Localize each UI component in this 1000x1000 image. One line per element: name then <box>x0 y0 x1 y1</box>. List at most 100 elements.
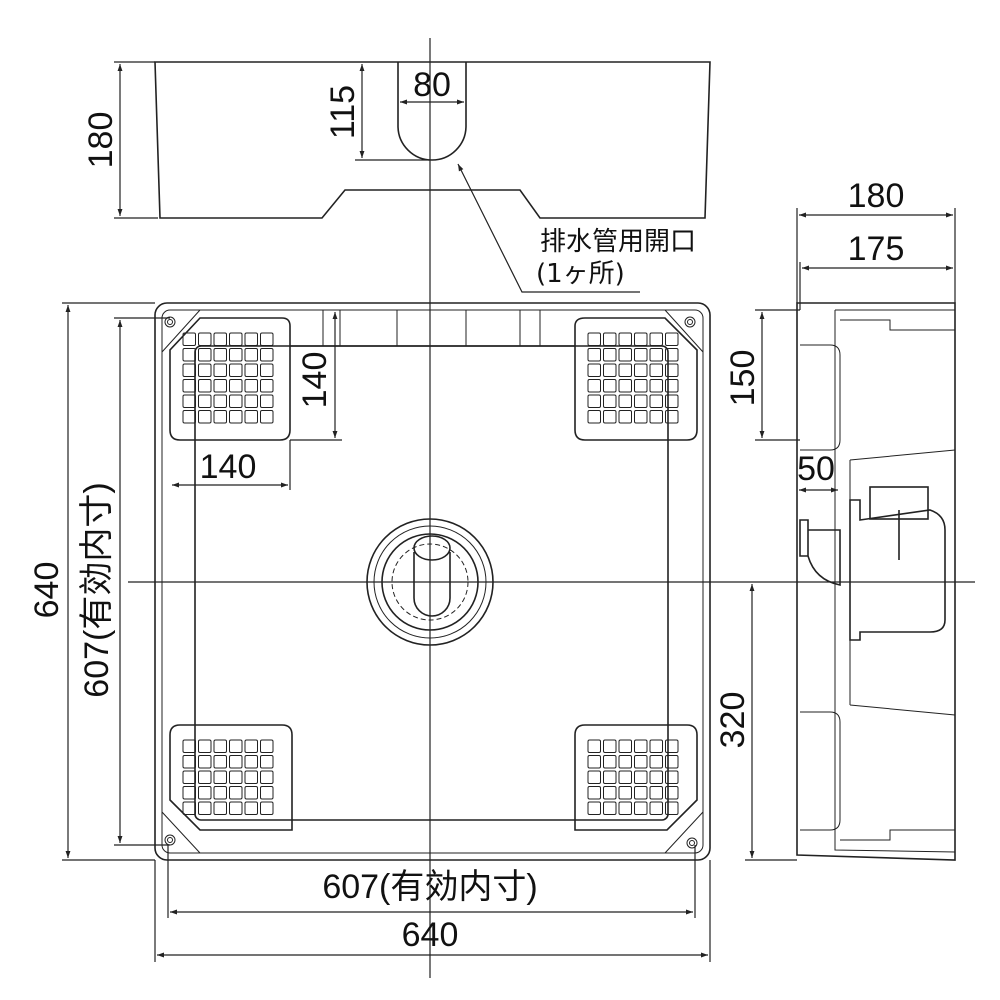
pad-grid-cell <box>213 801 227 815</box>
pad-grid-cell <box>182 332 196 346</box>
pad-grid-cell <box>244 332 258 346</box>
pad-grid-cell <box>198 363 212 377</box>
pad-grid-cell <box>182 801 196 815</box>
pad-grid-cell <box>665 394 679 408</box>
corner-pad-top-right <box>574 317 698 441</box>
pad-grid-cell <box>260 770 274 784</box>
pad-grid-cell <box>182 770 196 784</box>
pad-grid-cell <box>213 379 227 393</box>
pad-grid-cell <box>244 363 258 377</box>
pad-grid-cell <box>618 348 632 362</box>
pad-grid-cell <box>182 786 196 800</box>
pad-grid-cell <box>618 739 632 753</box>
drain-opening-label: 排水管用開口 <box>540 227 696 257</box>
pad-grid-cell <box>198 786 212 800</box>
pad-grid-cell <box>229 739 243 753</box>
pad-grid-cell <box>649 332 663 346</box>
pad-grid-cell <box>587 739 601 753</box>
pad-grid-cell <box>229 348 243 362</box>
dim-pad-width: 140 <box>200 448 257 486</box>
pad-grid-cell <box>260 755 274 769</box>
pad-grid-cell <box>618 410 632 424</box>
pad-grid-cell <box>649 739 663 753</box>
pad-grid-cell <box>229 379 243 393</box>
drain-elbow <box>849 499 946 641</box>
drain-trap <box>366 518 494 646</box>
pad-grid-cell <box>260 410 274 424</box>
pad-grid-cell <box>244 755 258 769</box>
pad-grid-cell <box>587 786 601 800</box>
pad-grid-cell <box>603 363 617 377</box>
pad-grid-cell <box>634 755 648 769</box>
front-view-outline <box>154 61 711 219</box>
pad-grid-cell <box>198 410 212 424</box>
pad-grid-cell <box>260 394 274 408</box>
pad-grid-cell <box>182 755 196 769</box>
side-view: 180 175 150 50 320 <box>714 177 956 861</box>
pad-grid-cell <box>649 363 663 377</box>
pad-grid-cell <box>260 332 274 346</box>
pad-grid-cell <box>260 801 274 815</box>
corner-pad-top-left <box>169 317 291 441</box>
pad-grid-cell <box>587 363 601 377</box>
pad-grid-cell <box>229 770 243 784</box>
pad-grid-cell <box>618 786 632 800</box>
dim-outer-height: 640 <box>28 562 66 619</box>
pad-grid-cell <box>198 379 212 393</box>
pad-grid-cell <box>618 379 632 393</box>
pad-grid-cell <box>198 739 212 753</box>
pan-outer-edge <box>154 302 711 861</box>
pad-grid-cell <box>229 410 243 424</box>
pad-grid-cell <box>649 394 663 408</box>
pad-grid-cell <box>198 394 212 408</box>
pad-grid-cell <box>244 786 258 800</box>
corner-pad-bottom-left <box>169 724 293 831</box>
pad-grid-cell <box>649 770 663 784</box>
basin-floor <box>194 345 669 821</box>
pad-grid-cell <box>649 801 663 815</box>
pad-grid-cell <box>665 363 679 377</box>
pad-grid-cell <box>587 410 601 424</box>
pad-grid-cell <box>213 755 227 769</box>
pad-grid-cell <box>229 394 243 408</box>
pad-grid-cell <box>649 786 663 800</box>
pad-grid-cell <box>603 770 617 784</box>
dim-slot-width: 80 <box>413 66 451 104</box>
pad-grid-cell <box>665 739 679 753</box>
pad-grid-cell <box>213 739 227 753</box>
pad-grid-cell <box>244 739 258 753</box>
pad-grid-cell <box>665 332 679 346</box>
pad-grid-cell <box>649 348 663 362</box>
pad-grid-cell <box>244 770 258 784</box>
pad-grid-cell <box>649 755 663 769</box>
pad-grid-cell <box>618 363 632 377</box>
drain-slot <box>397 62 467 161</box>
pad-grid-cell <box>634 770 648 784</box>
pad-grid-cell <box>229 363 243 377</box>
pad-grid-cell <box>260 363 274 377</box>
pad-grid-cell <box>603 379 617 393</box>
pad-grid-cell <box>213 410 227 424</box>
pad-grid-cell <box>213 770 227 784</box>
pad-grid-cell <box>649 410 663 424</box>
pad-grid-cell <box>587 770 601 784</box>
pad-grid-cell <box>260 739 274 753</box>
dim-pad-height: 140 <box>296 352 334 409</box>
pad-grid-cell <box>182 410 196 424</box>
pad-grid-cell <box>634 801 648 815</box>
pad-grids <box>182 332 679 815</box>
pad-grid-cell <box>229 332 243 346</box>
pad-grid-cell <box>618 770 632 784</box>
pad-grid-cell <box>618 755 632 769</box>
pad-grid-cell <box>198 348 212 362</box>
plan-view: 140 140 640 607(有効内寸) 607(有効内寸) 640 <box>28 302 711 962</box>
pad-grid-cell <box>634 394 648 408</box>
pad-grid-cell <box>603 348 617 362</box>
pad-grid-cell <box>260 379 274 393</box>
pad-grid-cell <box>587 332 601 346</box>
pad-grid-cell <box>634 786 648 800</box>
pad-grid-cell <box>634 363 648 377</box>
pad-grid-cell <box>634 379 648 393</box>
pad-grid-cell <box>618 332 632 346</box>
